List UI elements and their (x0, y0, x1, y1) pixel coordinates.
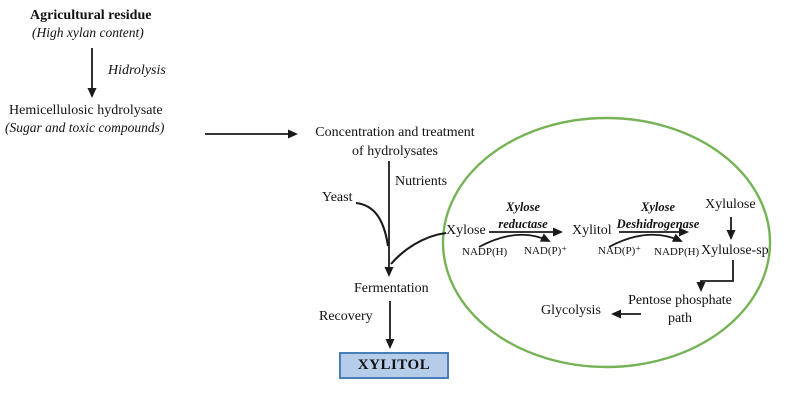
xylitol-product-label: XYLITOL (357, 357, 431, 373)
label-nadp-plus-right: NAD(P)⁺ (598, 245, 642, 257)
xylose-reductase-line2: reductase (498, 217, 548, 231)
nadph-cofactor-arc-left (478, 233, 551, 248)
deshidrogenase-line1: Xylose (640, 200, 676, 214)
label-hidrolysis: Hidrolysis (108, 63, 166, 78)
xylose-to-fermentation-curve (390, 231, 447, 265)
xylose-reductase-line1: Xylose (505, 200, 541, 214)
node-xylulose: Xylulose (705, 197, 756, 212)
concentration-line1: Concentration and treatment (315, 125, 475, 140)
node-glycolysis: Glycolysis (541, 303, 601, 318)
node-high-xylan-content: (High xylan content) (32, 25, 144, 40)
pentose-line2: path (667, 311, 693, 326)
node-concentration-treatment: Concentration and treatment of hydrolysa… (305, 123, 485, 161)
label-nadp-plus-left: NAD(P)⁺ (524, 245, 568, 257)
cell-metabolism-ellipse (441, 116, 772, 369)
node-pentose-phosphate-path: Pentose phosphate path (619, 292, 741, 328)
node-xylose: Xylose (446, 223, 486, 238)
node-xylulose-sp: Xylulose-sp (701, 243, 769, 258)
label-nutrients: Nutrients (395, 174, 448, 189)
label-nadph-right: NADP(H) (654, 246, 700, 258)
label-recovery: Recovery (319, 309, 373, 324)
deshidrogenase-line2: Deshidrogenase (616, 217, 700, 231)
label-yeast: Yeast (322, 190, 353, 205)
pentose-line1: Pentose phosphate (628, 293, 732, 308)
label-nadph-left: NADP(H) (462, 246, 508, 258)
label-xylose-reductase: Xylose reductase (483, 199, 563, 233)
nadp-cofactor-arc-right (608, 233, 683, 248)
xylitol-product-box: XYLITOL (339, 352, 449, 379)
yeast-curve (355, 201, 390, 247)
label-xylose-deshidrogenase: Xylose Deshidrogenase (608, 199, 708, 233)
node-fermentation: Fermentation (354, 281, 429, 296)
node-agricultural-residue: Agricultural residue (30, 8, 152, 23)
concentration-line2: of hydrolysates (352, 144, 438, 159)
xylulose-sp-elbow-arrow (696, 260, 734, 292)
node-xylitol-intermediate: Xylitol (572, 223, 612, 238)
node-sugar-toxic-compounds: (Sugar and toxic compounds) (5, 120, 165, 135)
node-hemicellulosic-hydrolysate: Hemicellulosic hydrolysate (9, 103, 163, 118)
